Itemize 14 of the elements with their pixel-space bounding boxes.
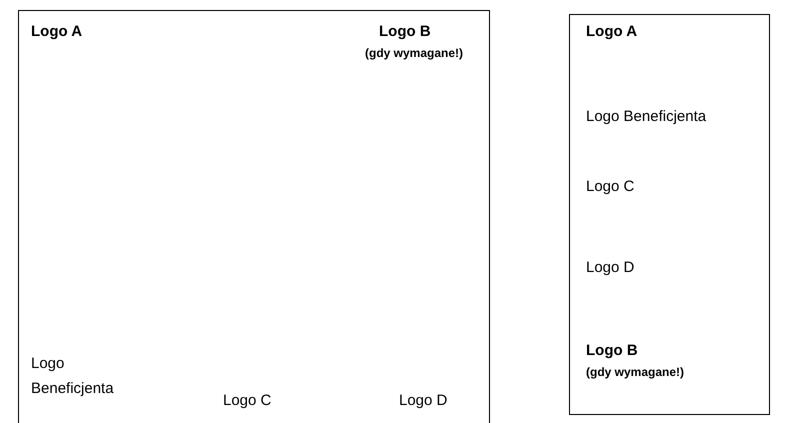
placeholder-label: Logo A [31,22,82,42]
placeholder-label: Logo B [379,22,431,42]
note-text: (gdy wymagane!) [365,45,464,61]
layout-panel [18,10,490,423]
placeholder-label: Logo A [586,22,638,42]
placeholder-label: Logo D [586,258,634,278]
placeholder-label: Logo Beneficjenta [31,354,115,399]
note-text: (gdy wymagane!) [586,364,684,380]
placeholder-label: Logo Beneficjenta [586,107,706,127]
placeholder-label: Logo C [586,177,634,197]
placeholder-label: Logo D [399,391,448,411]
placeholder-label: Logo B [586,341,638,361]
layout-panel [569,14,770,415]
placeholder-label: Logo C [223,391,272,411]
